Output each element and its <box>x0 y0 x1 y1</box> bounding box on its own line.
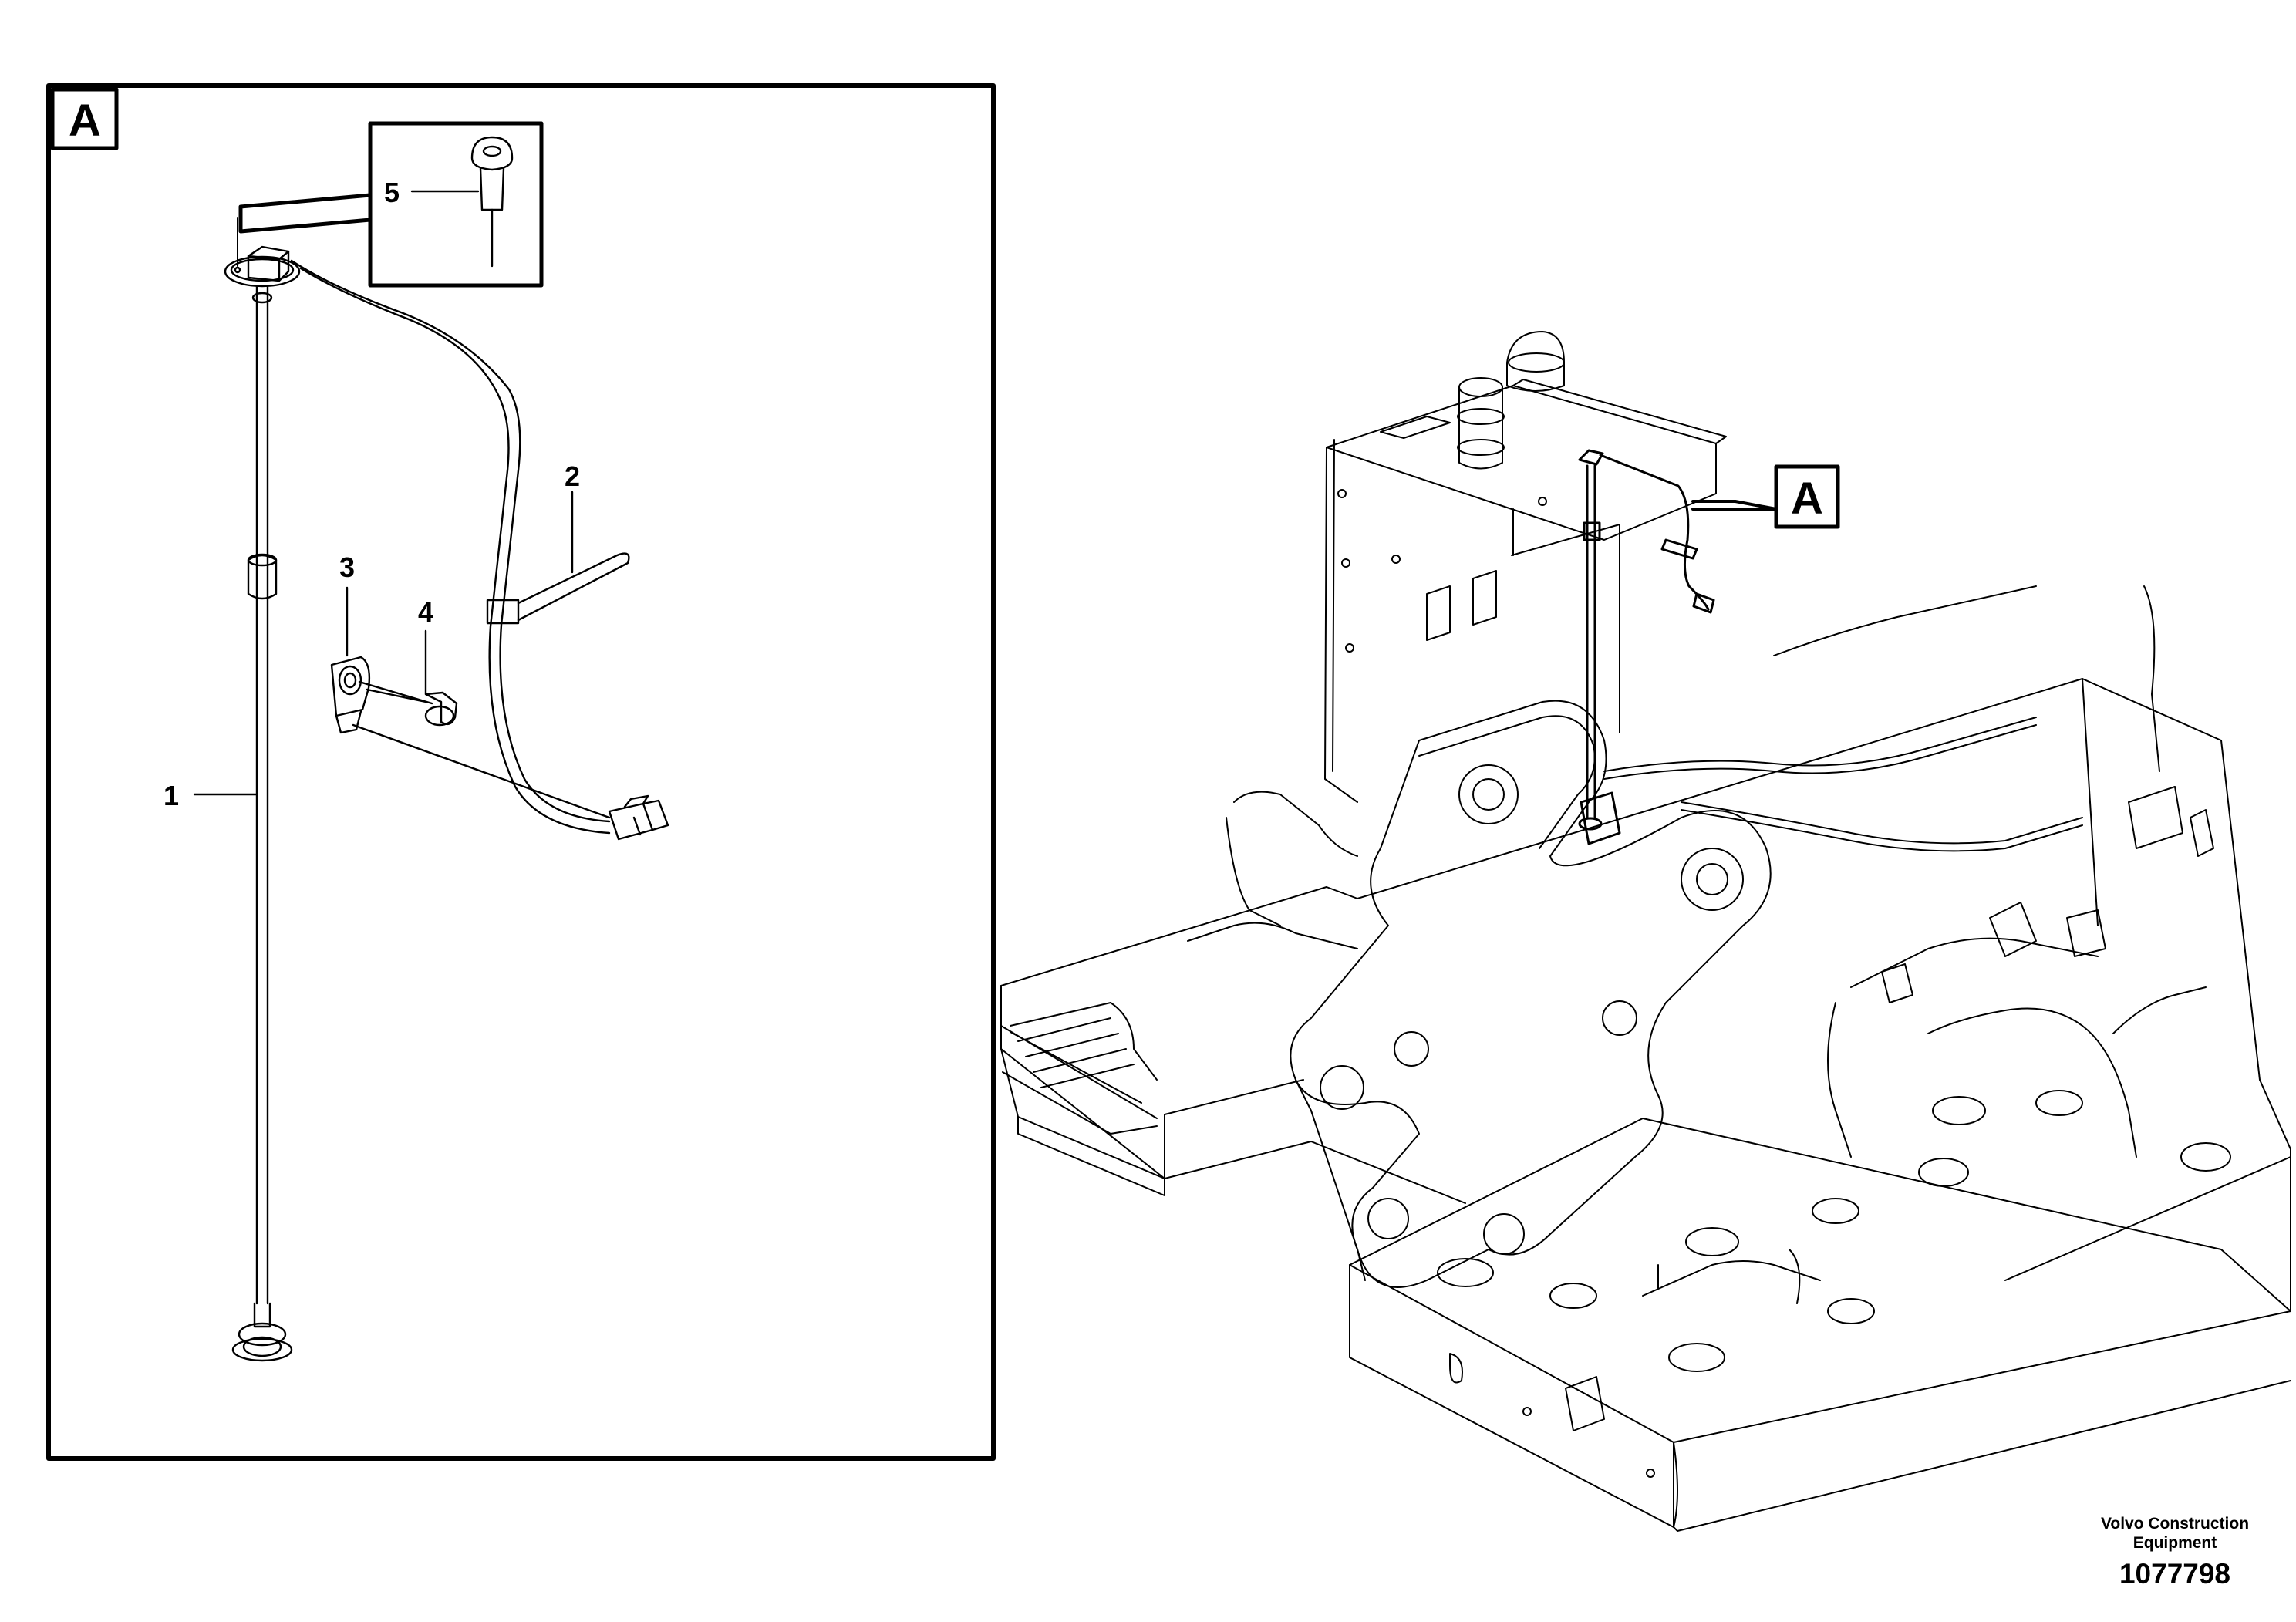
left-step <box>1000 1025 1158 1135</box>
detail-frame <box>46 83 996 1461</box>
overview-reference-label: A <box>1791 474 1823 524</box>
footer: Volvo Construction Equipment 1077798 <box>2082 1514 2267 1591</box>
detail-view-label-box <box>50 87 119 150</box>
fuel-level-sensor <box>193 217 301 1362</box>
callout-2: 2 <box>565 460 580 492</box>
upper-frame <box>1000 678 2291 1312</box>
cable-tie <box>486 491 630 625</box>
screw-inset-box <box>368 121 544 288</box>
detail-view-label: A <box>69 96 101 146</box>
callout-5: 5 <box>384 177 400 208</box>
fuel-tank <box>1324 331 1727 803</box>
electrical-connector <box>608 794 669 841</box>
cable-clamp <box>330 586 611 819</box>
lower-frame-rail <box>1349 1090 2291 1532</box>
callout-3: 3 <box>339 551 355 583</box>
callout-1: 1 <box>164 780 179 811</box>
document-number: 1077798 <box>2119 1558 2231 1590</box>
detail-view-a: A 1 2 3 4 5 <box>46 83 996 1461</box>
wiring-harness <box>1187 585 2214 1304</box>
screw-part <box>410 136 514 268</box>
flange-bolt <box>366 629 458 727</box>
callout-4: 4 <box>418 596 433 628</box>
installed-fuel-sensor <box>1578 449 1715 845</box>
company-name-line2: Equipment <box>2132 1534 2217 1552</box>
boom-bracket <box>1290 700 1772 1288</box>
company-name-line1: Volvo Construction <box>2100 1515 2250 1533</box>
machine-overview: A <box>1000 331 2291 1532</box>
sensor-cable <box>290 259 611 835</box>
reference-leader <box>1691 500 1778 511</box>
inset-pointer <box>238 193 373 234</box>
overview-reference-box <box>1774 464 1840 529</box>
